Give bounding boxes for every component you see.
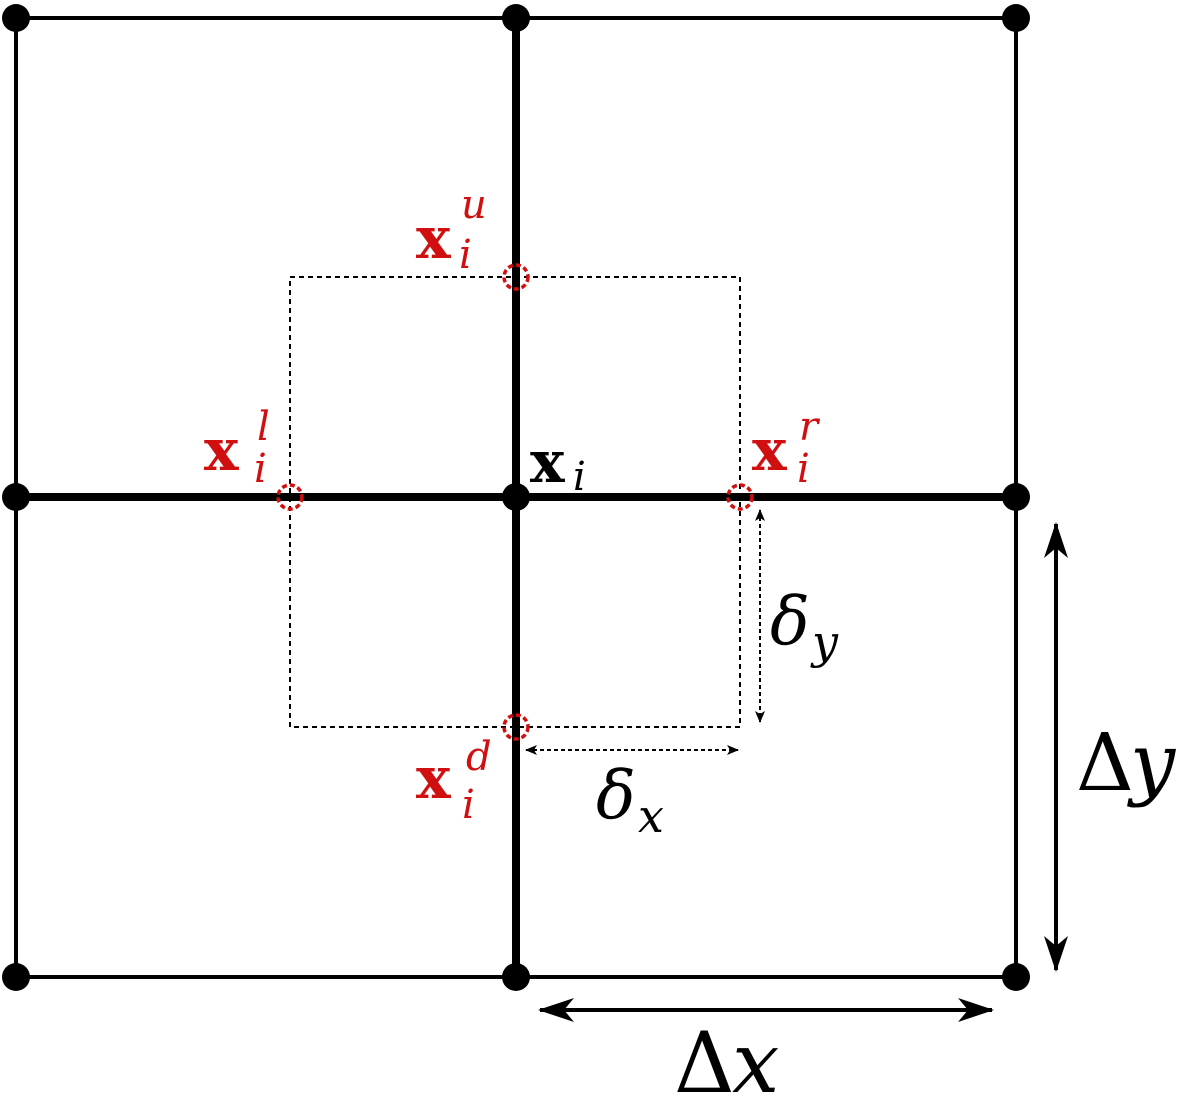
label-delta-x-small-sub: x <box>638 789 664 843</box>
label-right-base: x <box>752 416 787 484</box>
label-delta-y-big-var: y <box>1127 716 1177 809</box>
label-delta-x-small: δ x <box>596 757 664 843</box>
label-delta-y-small: δ y <box>770 583 839 669</box>
label-up-sup: u <box>461 182 487 228</box>
label-delta-y-big-symbol: Δ <box>1076 716 1134 809</box>
dashed-control-volume <box>289 276 741 728</box>
label-delta-y-big: Δ y <box>1076 716 1177 809</box>
label-right-sub: i <box>797 446 810 492</box>
label-face-right: x r i <box>752 404 821 492</box>
label-delta-x-big-symbol: Δ <box>674 1014 735 1102</box>
node-middle-right <box>1002 483 1030 511</box>
grid-nodes <box>2 4 1030 991</box>
label-right-sup: r <box>799 404 821 450</box>
label-center-sub: i <box>573 454 586 500</box>
label-left-sub: i <box>254 446 267 492</box>
node-center <box>502 483 530 511</box>
label-up-base: x <box>416 204 451 272</box>
face-point-down <box>502 713 530 741</box>
label-down-sub: i <box>462 782 475 828</box>
face-point-left <box>276 483 304 511</box>
label-left-base: x <box>204 416 239 484</box>
label-center-node: x i <box>530 428 586 500</box>
label-face-left: x l i <box>204 404 270 492</box>
node-top-center <box>502 4 530 32</box>
label-delta-y-small-sub: y <box>810 615 839 669</box>
label-face-up: x u i <box>416 182 487 278</box>
node-bottom-left <box>2 963 30 991</box>
label-left-sup: l <box>257 404 270 450</box>
node-bottom-right <box>1002 963 1030 991</box>
face-point-up <box>502 263 530 291</box>
label-face-down: x d i <box>416 734 492 828</box>
label-delta-x-big: Δ x <box>674 1014 779 1102</box>
label-up-sub: i <box>459 232 472 278</box>
label-delta-x-big-var: x <box>732 1014 779 1102</box>
node-top-left <box>2 4 30 32</box>
face-point-right <box>726 483 754 511</box>
node-top-right <box>1002 4 1030 32</box>
label-down-sup: d <box>466 734 492 780</box>
label-center-base: x <box>530 428 565 496</box>
label-delta-y-small-symbol: δ <box>770 583 810 660</box>
face-points <box>276 263 754 741</box>
node-middle-left <box>2 483 30 511</box>
label-delta-x-small-symbol: δ <box>596 757 636 834</box>
label-down-base: x <box>416 744 451 812</box>
node-bottom-center <box>502 963 530 991</box>
